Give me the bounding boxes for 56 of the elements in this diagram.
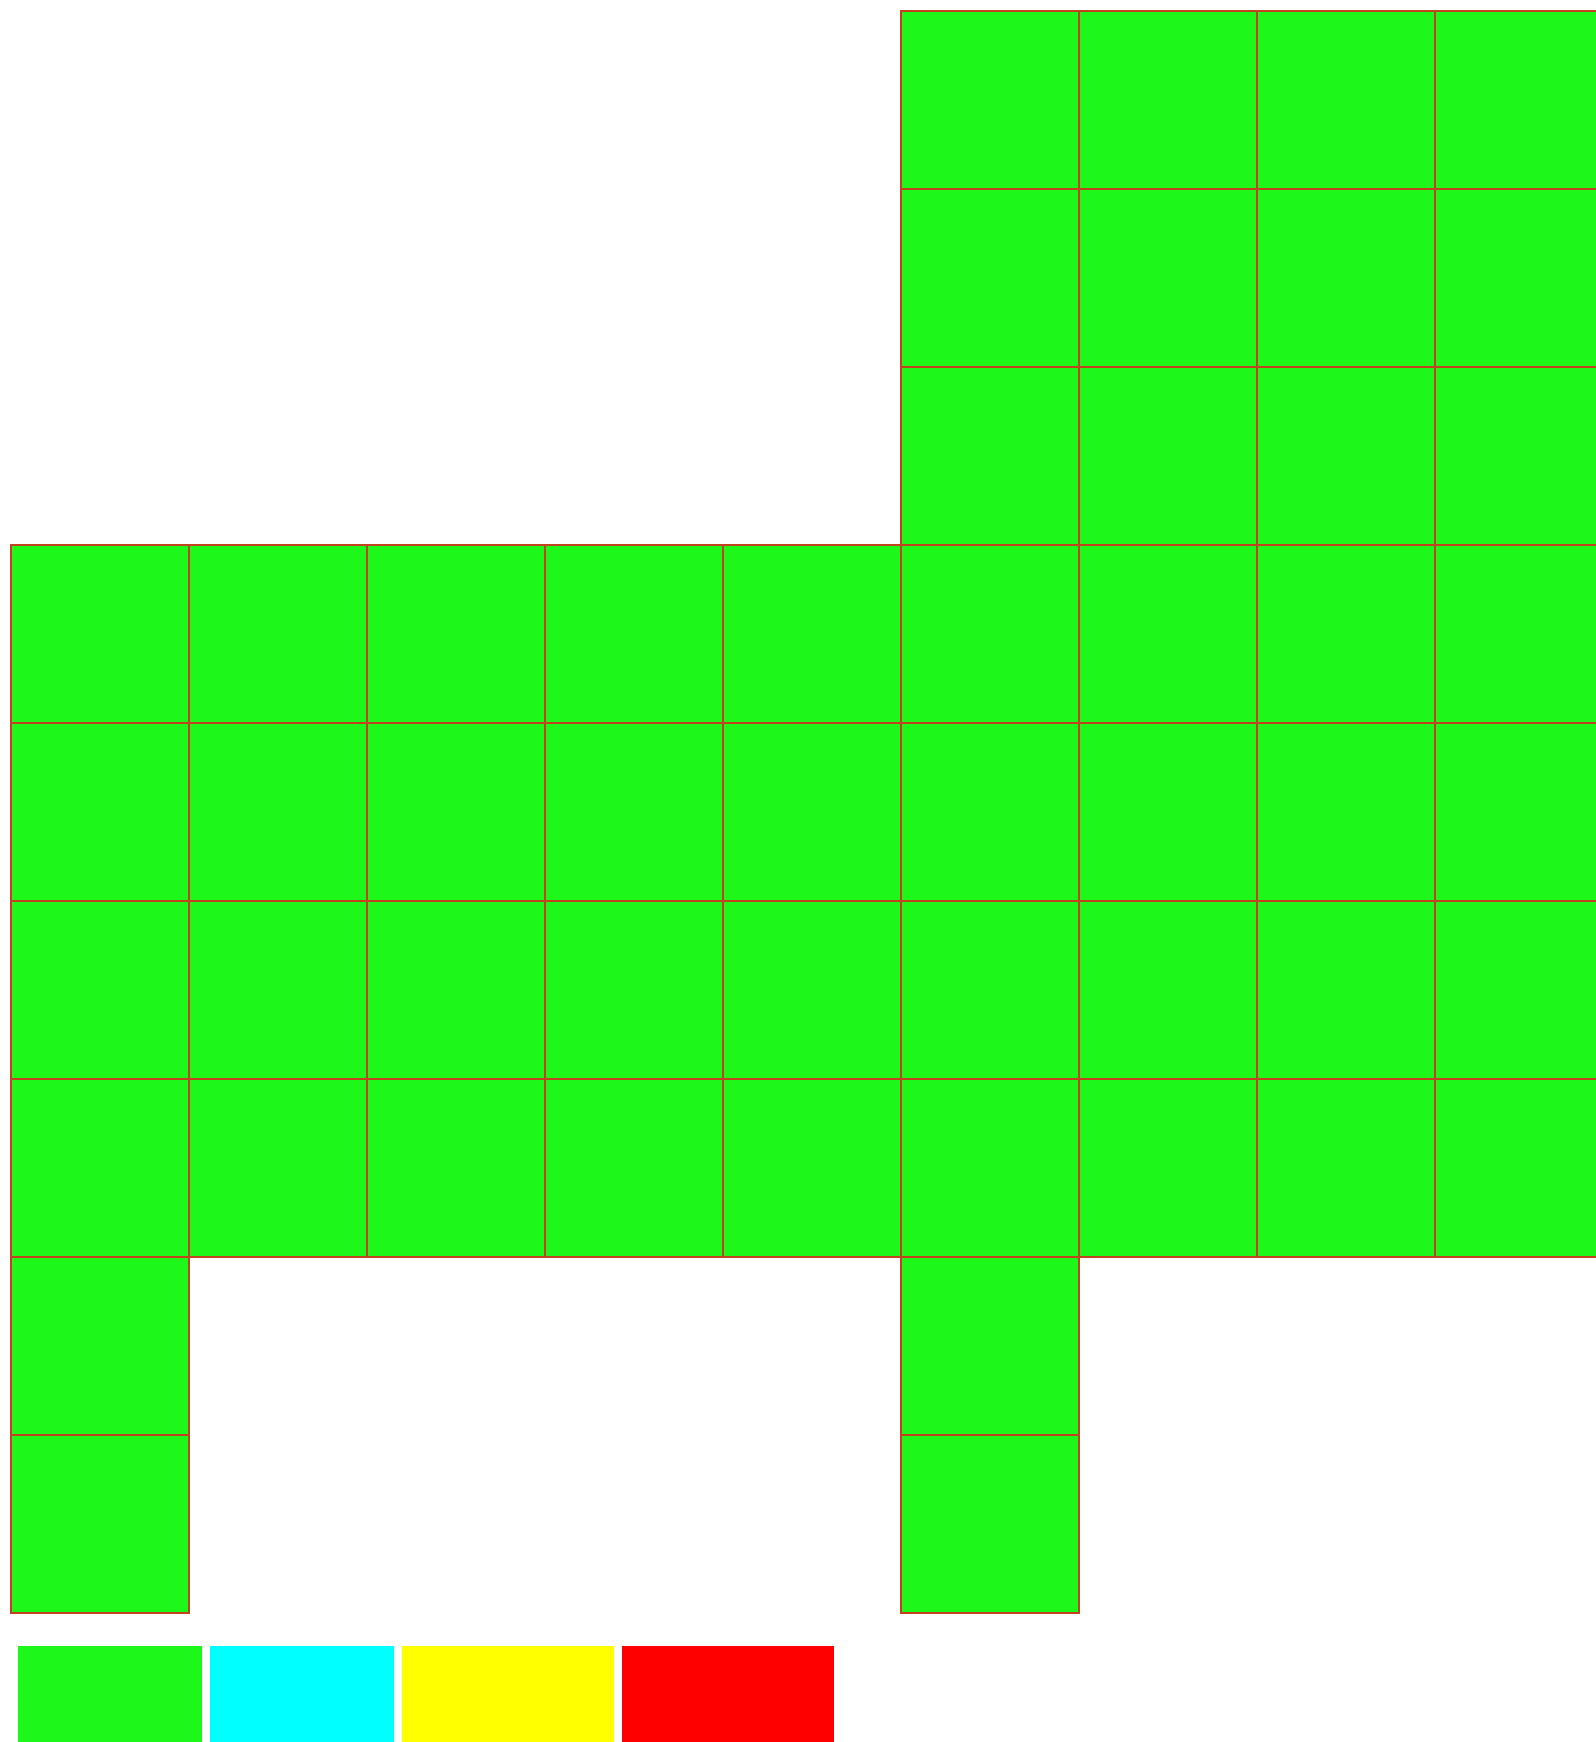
color-swatch	[210, 1646, 394, 1742]
grid-cell	[544, 1078, 724, 1258]
grid-cell	[10, 544, 190, 724]
grid-cell	[1256, 544, 1436, 724]
grid-cell	[10, 1256, 190, 1436]
grid-cell	[366, 722, 546, 902]
grid-cell	[366, 1078, 546, 1258]
grid-cell	[1434, 10, 1596, 190]
color-swatch	[402, 1646, 614, 1742]
grid-cell	[544, 900, 724, 1080]
color-swatch	[622, 1646, 834, 1742]
grid-cell	[900, 1256, 1080, 1436]
grid-cell	[1256, 10, 1436, 190]
grid-cell	[900, 722, 1080, 902]
grid-cell	[900, 188, 1080, 368]
color-swatch	[18, 1646, 202, 1742]
grid-cell	[10, 1078, 190, 1258]
grid-cell	[366, 900, 546, 1080]
grid-cell	[366, 544, 546, 724]
grid-cell	[188, 1078, 368, 1258]
grid-cell	[1078, 188, 1258, 368]
grid-cell	[1078, 722, 1258, 902]
grid-cell	[900, 544, 1080, 724]
grid-cell	[1256, 1078, 1436, 1258]
grid-cell	[1078, 1078, 1258, 1258]
grid-cell	[900, 366, 1080, 546]
grid-cell	[900, 900, 1080, 1080]
grid-cell	[1078, 544, 1258, 724]
grid-cell	[1078, 900, 1258, 1080]
grid-cell	[10, 722, 190, 902]
grid-cell	[1434, 366, 1596, 546]
grid-cell	[1078, 366, 1258, 546]
grid-cell	[722, 1078, 902, 1258]
grid-cell	[900, 1434, 1080, 1614]
grid-cell	[188, 900, 368, 1080]
grid-cell	[188, 544, 368, 724]
grid-cell	[1434, 544, 1596, 724]
grid-cell	[900, 1078, 1080, 1258]
grid-cell	[10, 1434, 190, 1614]
grid-cell	[1434, 722, 1596, 902]
grid-cell	[1434, 188, 1596, 368]
grid-cell	[1078, 10, 1258, 190]
grid-cell	[722, 722, 902, 902]
grid-cell	[1256, 366, 1436, 546]
grid-cell	[722, 900, 902, 1080]
grid-cell	[544, 722, 724, 902]
grid-cell	[1256, 900, 1436, 1080]
grid-cell	[1434, 900, 1596, 1080]
grid-cell	[544, 544, 724, 724]
grid-cell	[1256, 722, 1436, 902]
grid-cell	[722, 544, 902, 724]
grid-cell	[10, 900, 190, 1080]
grid-cell	[900, 10, 1080, 190]
grid-cell	[1434, 1078, 1596, 1258]
grid-cell	[1256, 188, 1436, 368]
grid-cell	[188, 722, 368, 902]
